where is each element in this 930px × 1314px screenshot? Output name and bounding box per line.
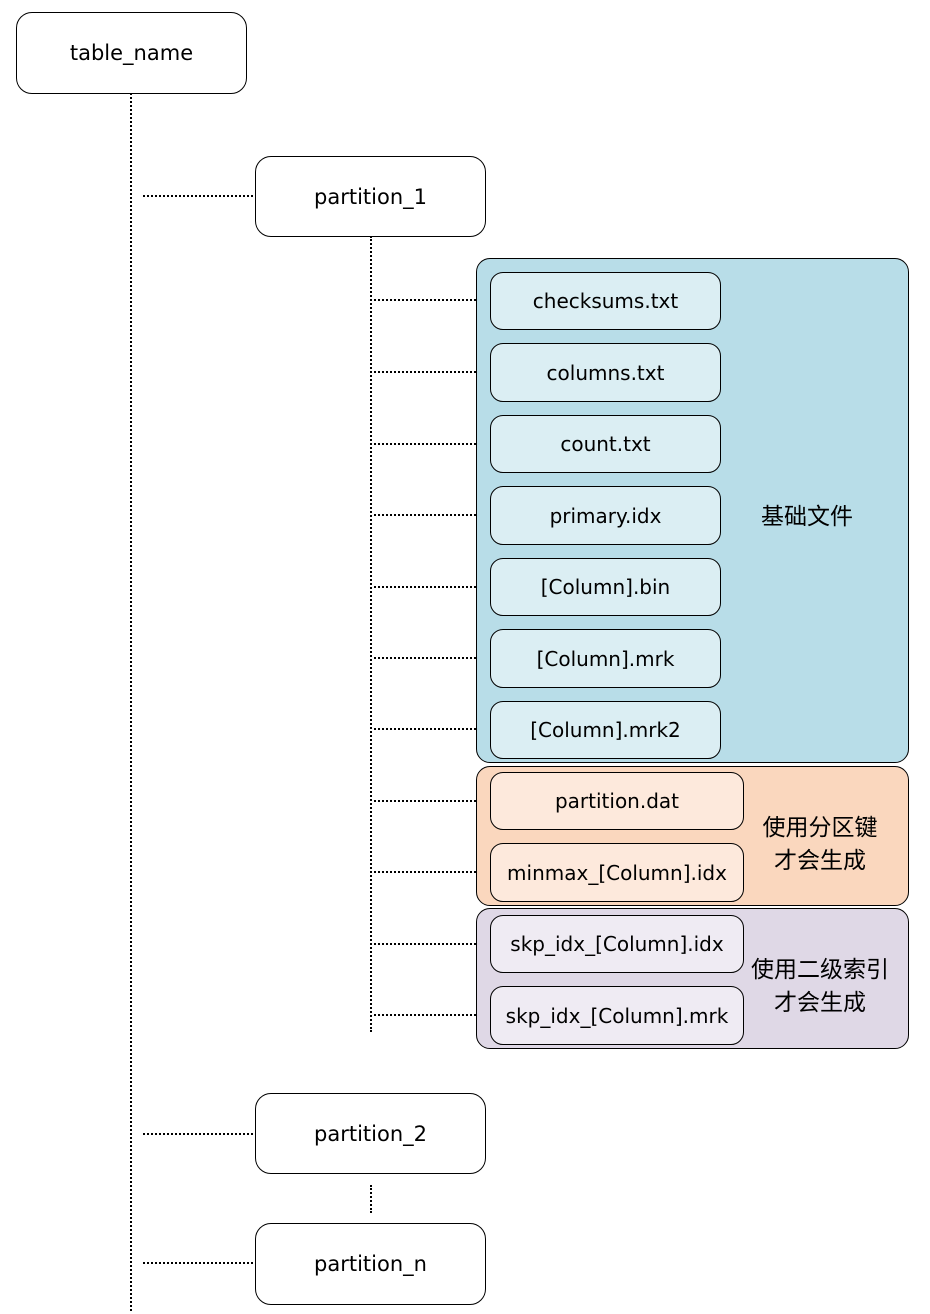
file-primary-idx: primary.idx bbox=[490, 486, 721, 545]
branch-line-file bbox=[374, 800, 488, 802]
partition-1-node: partition_1 bbox=[255, 156, 486, 237]
branch-line-file bbox=[374, 514, 488, 516]
file-skp-idx-column-mrk: skp_idx_[Column].mrk bbox=[490, 986, 744, 1045]
partition-ellipsis-line bbox=[370, 1185, 372, 1213]
file-skp-idx-column-idx: skp_idx_[Column].idx bbox=[490, 915, 744, 973]
branch-line-partition-n bbox=[143, 1262, 253, 1264]
file-column-mrk2: [Column].mrk2 bbox=[490, 701, 721, 759]
table-name-node: table_name bbox=[16, 12, 247, 94]
branch-line-file bbox=[374, 371, 488, 373]
file-column-bin: [Column].bin bbox=[490, 558, 721, 616]
partition-n-node: partition_n bbox=[255, 1223, 486, 1305]
secondary-index-label: 使用二级索引 才会生成 bbox=[751, 957, 889, 1016]
branch-line-partition-1 bbox=[143, 195, 253, 197]
partition-1-trunk-line bbox=[370, 236, 372, 1032]
basic-files-label: 基础文件 bbox=[761, 504, 853, 530]
file-minmax-column-idx: minmax_[Column].idx bbox=[490, 843, 744, 902]
branch-line-file bbox=[374, 443, 488, 445]
file-checksums-txt: checksums.txt bbox=[490, 272, 721, 330]
file-column-mrk: [Column].mrk bbox=[490, 629, 721, 688]
branch-line-file bbox=[374, 586, 488, 588]
partition-key-label: 使用分区键 才会生成 bbox=[762, 815, 878, 874]
branch-line-file bbox=[374, 657, 488, 659]
branch-line-file bbox=[374, 728, 488, 730]
branch-line-file bbox=[374, 943, 488, 945]
partition-n-label: partition_n bbox=[314, 1252, 427, 1276]
file-columns-txt: columns.txt bbox=[490, 343, 721, 402]
partition-2-node: partition_2 bbox=[255, 1093, 486, 1174]
root-trunk-line bbox=[130, 93, 132, 1311]
branch-line-file bbox=[374, 871, 488, 873]
file-count-txt: count.txt bbox=[490, 415, 721, 473]
branch-line-file bbox=[374, 299, 488, 301]
branch-line-file bbox=[374, 1014, 488, 1016]
file-partition-dat: partition.dat bbox=[490, 772, 744, 830]
partition-2-label: partition_2 bbox=[314, 1121, 427, 1146]
partition-1-label: partition_1 bbox=[314, 184, 427, 209]
table-name-label: table_name bbox=[69, 41, 194, 65]
branch-line-partition-2 bbox=[143, 1133, 253, 1135]
